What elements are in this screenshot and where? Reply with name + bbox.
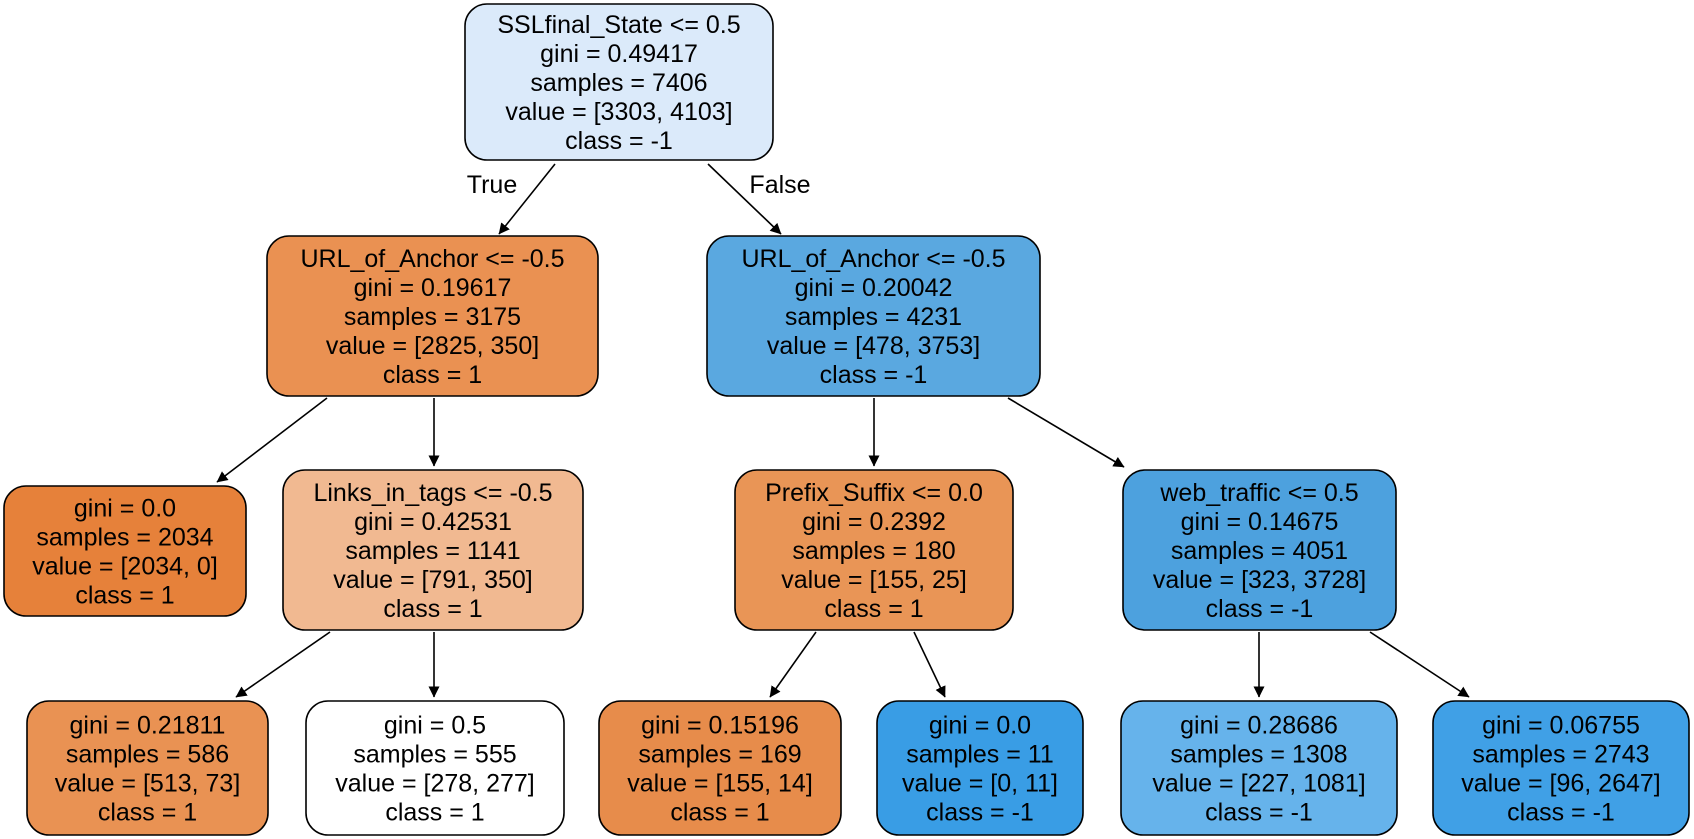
tree-node-line: samples = 2743: [1472, 741, 1649, 769]
tree-node-line: samples = 11: [906, 741, 1054, 769]
tree-node-line: samples = 586: [66, 741, 229, 769]
tree-node-line: gini = 0.14675: [1181, 508, 1339, 536]
tree-node-line: samples = 555: [353, 741, 516, 769]
tree-node-line: value = [478, 3753]: [767, 332, 980, 360]
tree-node-line: samples = 2034: [36, 524, 213, 552]
tree-node-line: value = [791, 350]: [333, 566, 532, 594]
tree-edge-arrow: [913, 631, 946, 698]
tree-node-line: value = [2034, 0]: [32, 553, 218, 581]
tree-node-line: web_traffic <= 0.5: [1159, 479, 1358, 507]
tree-node-line: class = -1: [1507, 799, 1615, 827]
tree-node-line: URL_of_Anchor <= -0.5: [741, 245, 1005, 273]
tree-node-line: class = 1: [75, 582, 174, 610]
tree-node-box: [1122, 469, 1397, 631]
tree-node-line: samples = 3175: [344, 303, 521, 331]
tree-node-line: samples = 1141: [345, 537, 520, 565]
tree-node-line: class = -1: [565, 127, 673, 155]
tree-node-line: value = [278, 277]: [335, 770, 534, 798]
tree-node-line: gini = 0.5: [384, 712, 486, 740]
tree-node-line: class = -1: [1206, 595, 1314, 623]
tree-node-line: gini = 0.19617: [354, 274, 512, 302]
tree-node-line: class = 1: [670, 799, 769, 827]
tree-node-line: value = [155, 14]: [627, 770, 813, 798]
tree-node-box: [734, 469, 1014, 631]
tree-edge-label: True: [467, 171, 517, 199]
tree-node-line: class = -1: [820, 361, 928, 389]
tree-node-line: gini = 0.42531: [354, 508, 512, 536]
tree-node-line: class = 1: [824, 595, 923, 623]
tree-node-box: [3, 485, 247, 617]
tree-node-line: class = -1: [1205, 799, 1313, 827]
tree-node-line: class = 1: [98, 799, 197, 827]
tree-node-box: [1432, 700, 1690, 836]
edges-layer: True False: [216, 163, 1470, 698]
tree-node-line: gini = 0.28686: [1180, 712, 1338, 740]
tree-node-line: class = 1: [383, 361, 482, 389]
tree-node-line: value = [513, 73]: [55, 770, 241, 798]
tree-node-line: class = -1: [926, 799, 1034, 827]
tree-edge-arrow: [235, 631, 331, 698]
tree-node-box: [598, 700, 842, 836]
tree-node-line: samples = 4231: [785, 303, 962, 331]
tree-node-line: samples = 7406: [530, 69, 707, 97]
tree-node-line: value = [155, 25]: [781, 566, 967, 594]
tree-node-box: [266, 235, 599, 397]
tree-node-box: [1120, 700, 1398, 836]
tree-node-line: gini = 0.0: [929, 712, 1031, 740]
tree-node-line: samples = 4051: [1171, 537, 1348, 565]
tree-node-line: SSLfinal_State <= 0.5: [497, 11, 740, 39]
tree-node-line: gini = 0.49417: [540, 40, 698, 68]
tree-edge-label: False: [749, 171, 810, 199]
tree-node-line: Prefix_Suffix <= 0.0: [765, 479, 983, 507]
tree-node-box: [26, 700, 269, 836]
tree-node-line: gini = 0.06755: [1482, 712, 1640, 740]
tree-node-line: gini = 0.2392: [802, 508, 946, 536]
tree-node-line: value = [3303, 4103]: [505, 98, 732, 126]
tree-node-line: class = 1: [385, 799, 484, 827]
tree-node-line: samples = 180: [792, 537, 955, 565]
tree-node-line: gini = 0.15196: [641, 712, 799, 740]
tree-node-box: [464, 3, 774, 161]
tree-node-line: URL_of_Anchor <= -0.5: [300, 245, 564, 273]
tree-node-box: [876, 700, 1084, 836]
tree-node-line: gini = 0.0: [74, 495, 176, 523]
tree-edge-arrow: [498, 163, 556, 235]
tree-node-line: samples = 169: [638, 741, 801, 769]
tree-node-box: [282, 469, 584, 631]
tree-node-line: value = [227, 1081]: [1152, 770, 1365, 798]
tree-node-line: gini = 0.20042: [795, 274, 953, 302]
tree-edge-arrow: [1369, 631, 1470, 698]
tree-node-line: value = [2825, 350]: [326, 332, 539, 360]
tree-edge-arrow: [707, 163, 782, 235]
tree-node-line: value = [96, 2647]: [1461, 770, 1660, 798]
tree-node-line: gini = 0.21811: [70, 712, 226, 740]
tree-node-box: [706, 235, 1041, 397]
tree-node-line: samples = 1308: [1170, 741, 1347, 769]
tree-node-line: value = [0, 11]: [902, 770, 1058, 798]
tree-node-line: Links_in_tags <= -0.5: [313, 479, 552, 507]
tree-edge-arrow: [216, 397, 328, 483]
tree-node-box: [305, 700, 565, 836]
tree-edge-arrow: [769, 631, 817, 698]
tree-edge-arrow: [1007, 397, 1125, 468]
tree-node-line: value = [323, 3728]: [1153, 566, 1366, 594]
tree-node-line: class = 1: [383, 595, 482, 623]
